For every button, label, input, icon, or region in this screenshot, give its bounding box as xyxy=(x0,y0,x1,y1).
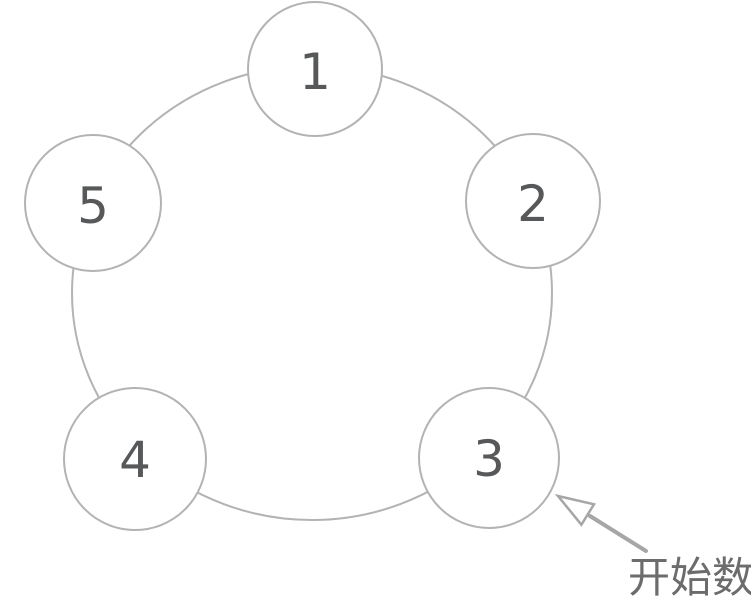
node-1-circle xyxy=(247,1,383,137)
node-2-circle xyxy=(465,133,601,269)
node-1: 1 xyxy=(247,1,383,137)
node-5-label: 5 xyxy=(77,177,109,235)
start-annotation-label: 开始数 xyxy=(628,553,751,602)
node-5: 5 xyxy=(24,134,162,272)
node-3: 3 xyxy=(418,387,560,529)
node-4-circle xyxy=(63,387,207,531)
node-2-label: 2 xyxy=(517,175,549,233)
node-5-circle xyxy=(24,134,162,272)
start-annotation: 开始数 xyxy=(554,493,751,602)
node-3-label: 3 xyxy=(473,430,505,488)
node-2: 2 xyxy=(465,133,601,269)
node-3-circle xyxy=(418,387,560,529)
node-4: 4 xyxy=(63,387,207,531)
node-1-label: 1 xyxy=(299,43,331,101)
arrow-head-icon xyxy=(554,493,596,527)
node-4-label: 4 xyxy=(119,431,151,489)
arrow-shaft xyxy=(588,514,648,553)
